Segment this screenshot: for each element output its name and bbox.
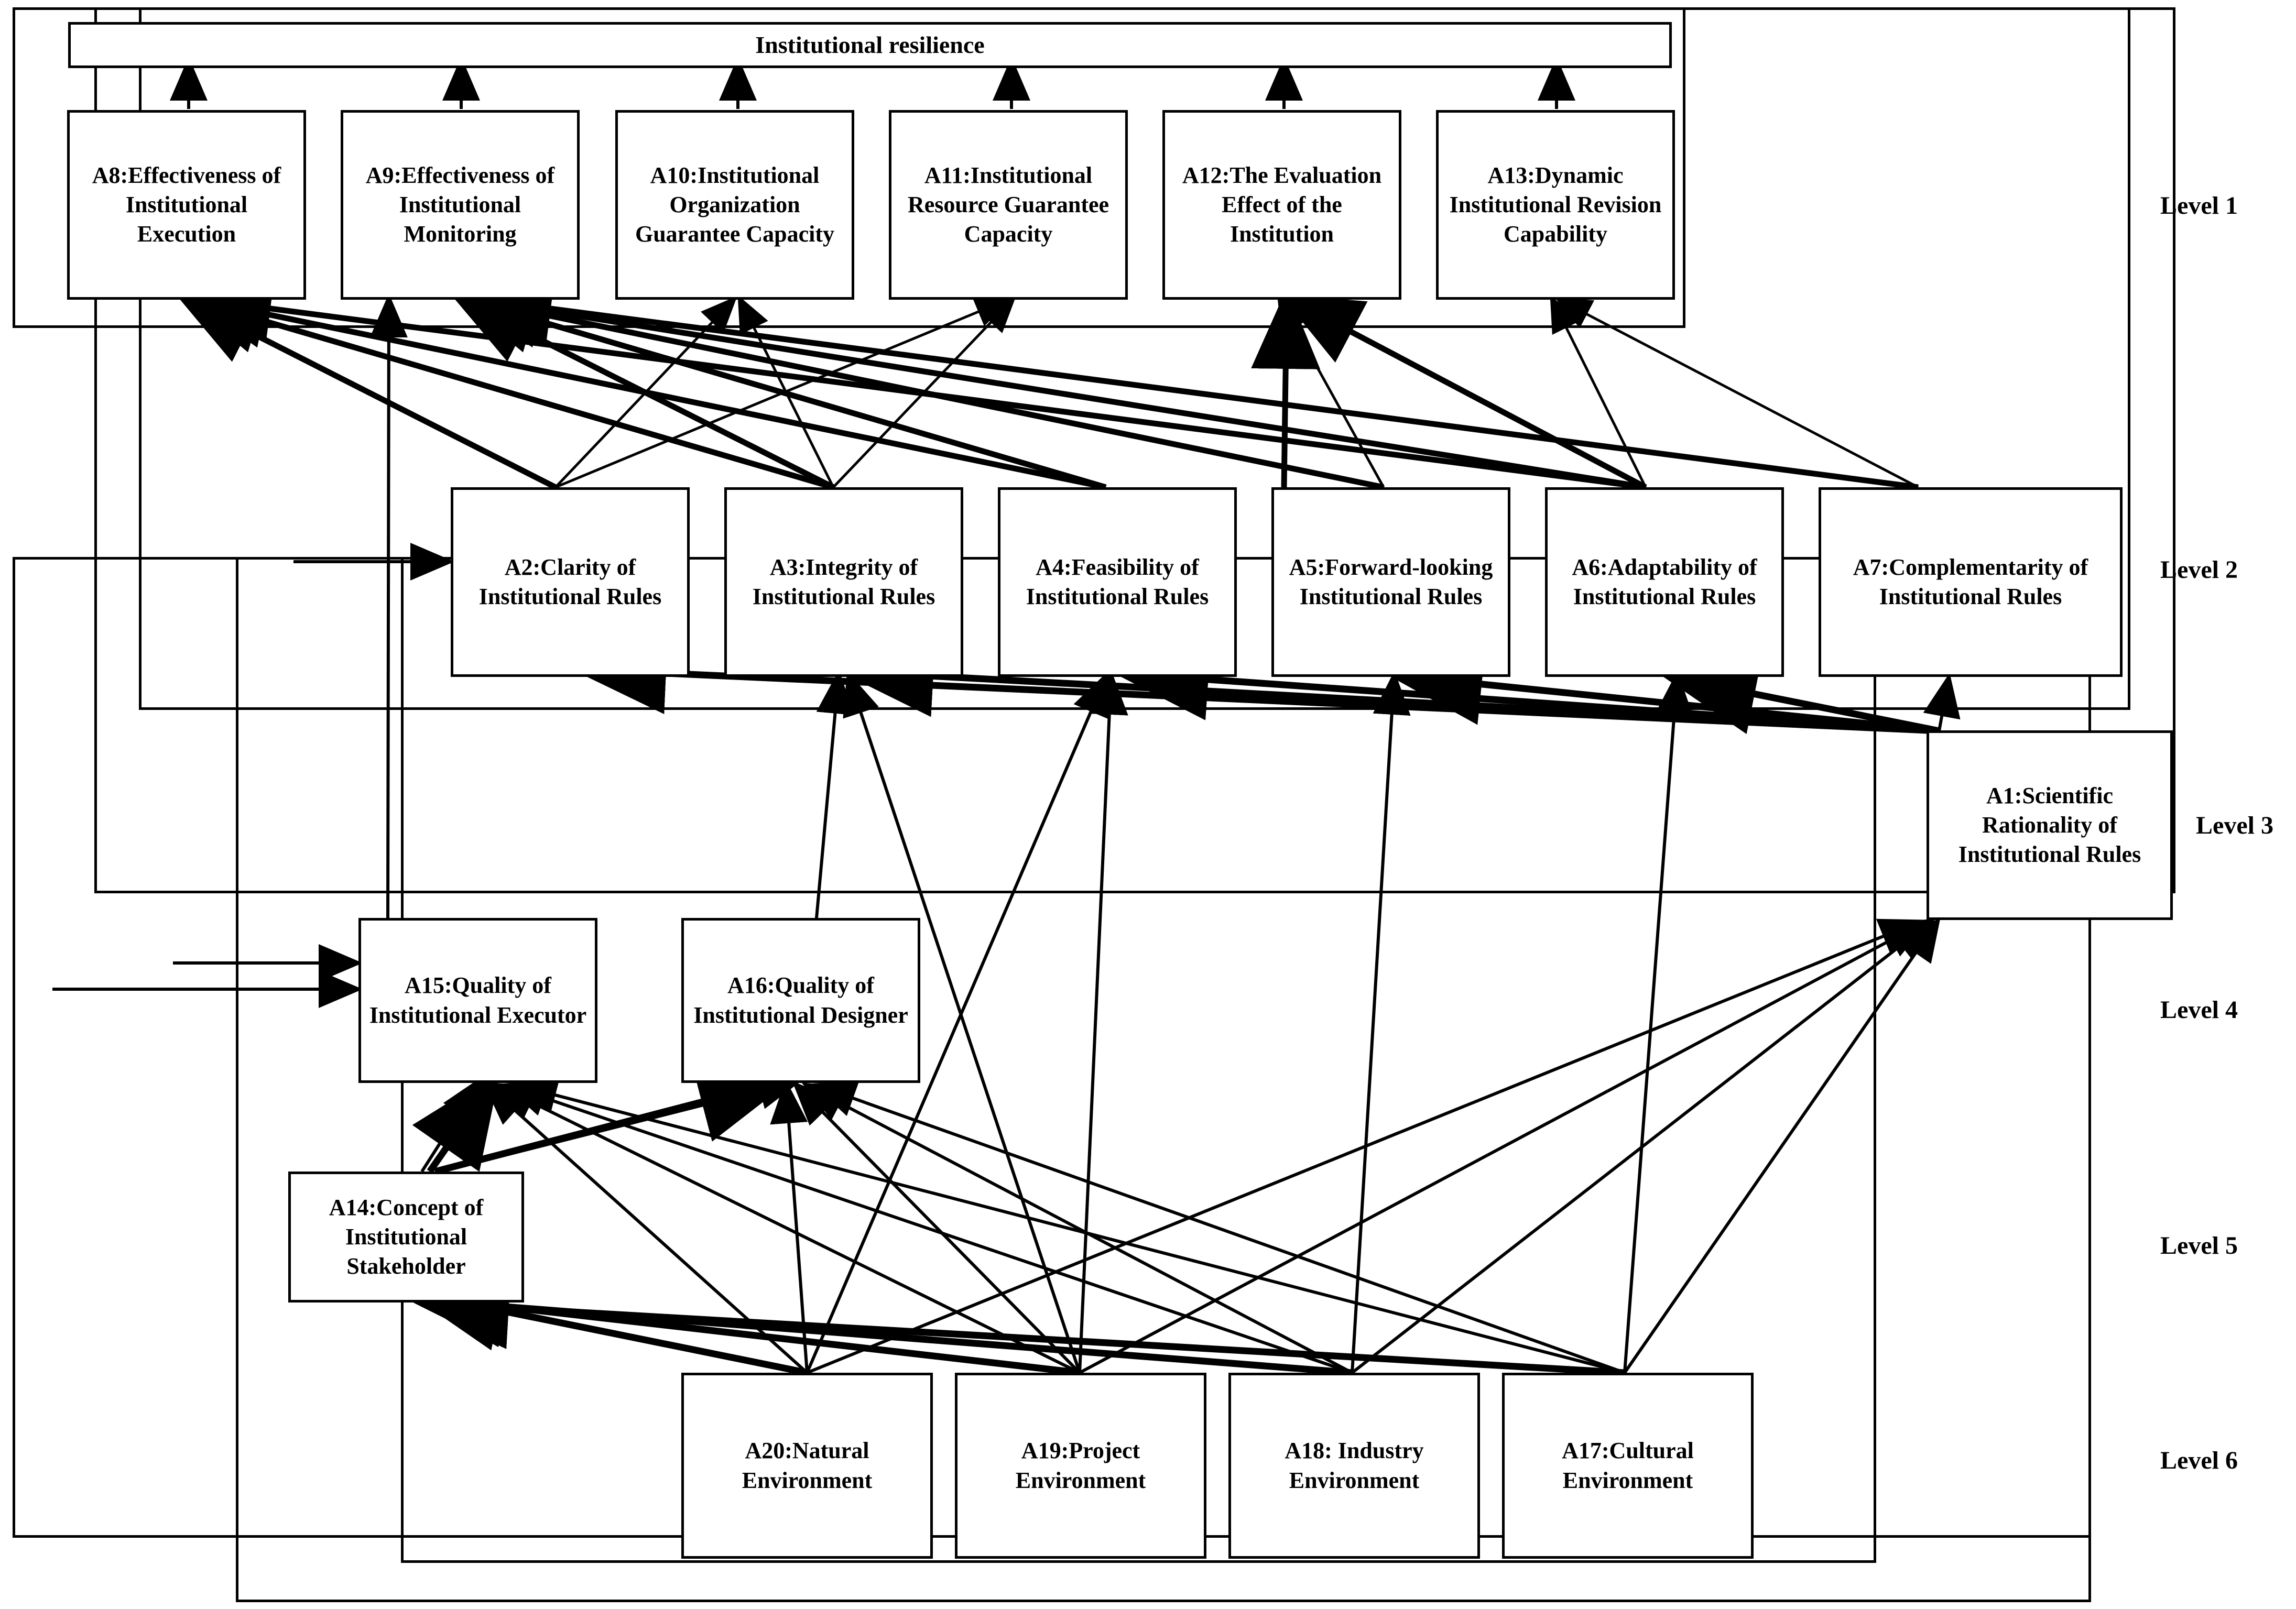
node-A10-label: A10:Institutional Organization Guarantee… (635, 162, 835, 247)
node-A13[interactable]: A13:Dynamic Institutional Revision Capab… (1436, 110, 1675, 300)
level-label-1: Level 1 (2160, 192, 2238, 220)
node-A6-label: A6:Adaptability of Institutional Rules (1572, 554, 1757, 609)
node-A18-label: A18: Industry Environment (1285, 1438, 1424, 1493)
node-A2[interactable]: A2:Clarity of Institutional Rules (451, 487, 690, 677)
node-A12-label: A12:The Evaluation Effect of the Institu… (1182, 162, 1382, 247)
node-A7[interactable]: A7:Complementarity of Institutional Rule… (1819, 487, 2123, 677)
node-A5-label: A5:Forward-looking Institutional Rules (1289, 554, 1493, 609)
node-A16-label: A16:Quality of Institutional Designer (693, 972, 908, 1028)
node-root[interactable]: Institutional resilience (68, 22, 1672, 68)
node-A14[interactable]: A14:Concept of Institutional Stakeholder (288, 1172, 524, 1302)
node-A20[interactable]: A20:Natural Environment (681, 1373, 933, 1559)
node-A9[interactable]: A9:Effectiveness of Institutional Monito… (341, 110, 580, 300)
node-A16[interactable]: A16:Quality of Institutional Designer (681, 918, 920, 1083)
level-label-5: Level 5 (2160, 1232, 2238, 1260)
node-A10[interactable]: A10:Institutional Organization Guarantee… (615, 110, 854, 300)
node-root-label: Institutional resilience (755, 31, 985, 58)
level-label-4: Level 4 (2160, 996, 2238, 1024)
node-A15-label: A15:Quality of Institutional Executor (369, 972, 587, 1028)
node-A4[interactable]: A4:Feasibility of Institutional Rules (998, 487, 1237, 677)
node-A1-label: A1:Scientific Rationality of Institution… (1958, 782, 2141, 868)
node-A20-label: A20:Natural Environment (742, 1438, 873, 1493)
node-A7-label: A7:Complementarity of Institutional Rule… (1853, 554, 2088, 609)
level-label-3: Level 3 (2196, 812, 2273, 839)
node-A18[interactable]: A18: Industry Environment (1228, 1373, 1480, 1559)
node-A11[interactable]: A11:Institutional Resource Guarantee Cap… (889, 110, 1128, 300)
node-A6[interactable]: A6:Adaptability of Institutional Rules (1545, 487, 1784, 677)
node-A4-label: A4:Feasibility of Institutional Rules (1026, 554, 1209, 609)
node-A9-label: A9:Effectiveness of Institutional Monito… (365, 162, 555, 247)
frame-outer-level3 (94, 7, 2175, 893)
node-A1[interactable]: A1:Scientific Rationality of Institution… (1927, 730, 2173, 920)
node-A8[interactable]: A8:Effectiveness of Institutional Execut… (67, 110, 306, 300)
node-A19[interactable]: A19:Project Environment (955, 1373, 1206, 1559)
node-A8-label: A8:Effectiveness of Institutional Execut… (92, 162, 281, 247)
node-A13-label: A13:Dynamic Institutional Revision Capab… (1449, 162, 1662, 247)
node-A12[interactable]: A12:The Evaluation Effect of the Institu… (1162, 110, 1401, 300)
node-A15[interactable]: A15:Quality of Institutional Executor (358, 918, 597, 1083)
node-A17-label: A17:Cultural Environment (1562, 1438, 1694, 1493)
level-label-6: Level 6 (2160, 1447, 2238, 1474)
node-A14-label: A14:Concept of Institutional Stakeholder (329, 1194, 484, 1279)
level-label-2: Level 2 (2160, 556, 2238, 584)
node-A17[interactable]: A17:Cultural Environment (1502, 1373, 1754, 1559)
node-A19-label: A19:Project Environment (1015, 1438, 1146, 1493)
node-A11-label: A11:Institutional Resource Guarantee Cap… (907, 162, 1109, 247)
node-A2-label: A2:Clarity of Institutional Rules (478, 554, 662, 609)
node-A5[interactable]: A5:Forward-looking Institutional Rules (1271, 487, 1510, 677)
node-A3-label: A3:Integrity of Institutional Rules (752, 554, 935, 609)
node-A3[interactable]: A3:Integrity of Institutional Rules (724, 487, 963, 677)
